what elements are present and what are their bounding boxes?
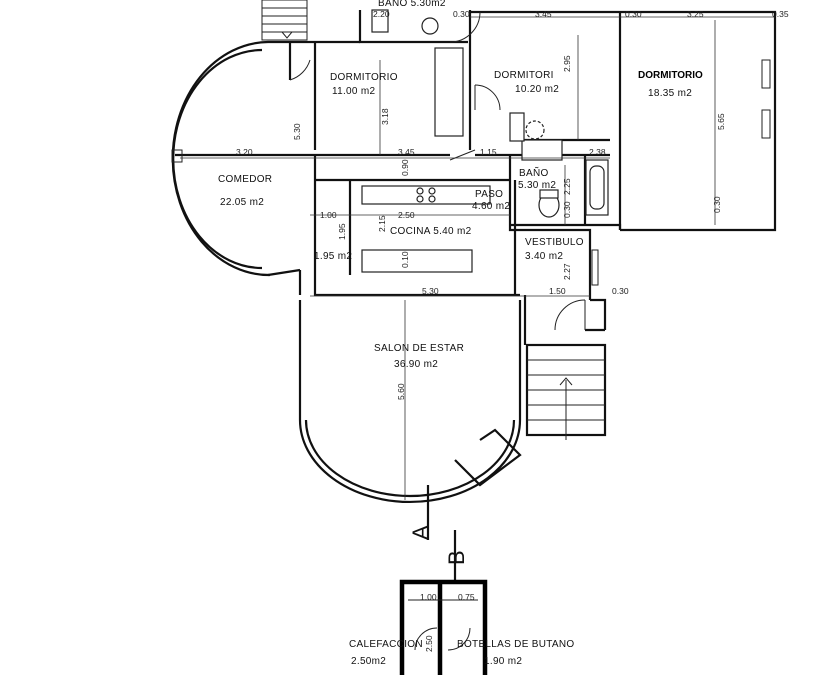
dimension-lines — [180, 16, 775, 500]
dim-text: 0.10 — [400, 251, 410, 268]
area-paso: 4.60 m2 — [472, 201, 510, 212]
section-marks — [426, 485, 457, 580]
dim-text: 5.60 — [396, 383, 406, 400]
dim-text: 3.45 — [398, 147, 415, 157]
dim-text: 2.50 — [398, 210, 415, 220]
label-bano-top: BAÑO 5.30m2 — [378, 0, 446, 9]
label-dormitorio-3: DORMITORIO — [638, 70, 703, 81]
label-vestibulo: VESTIBULO — [525, 237, 584, 248]
dim-text: 5.65 — [716, 113, 726, 130]
label-salon: SALON DE ESTAR — [374, 343, 464, 354]
dim-text: 1.50 — [549, 286, 566, 296]
dim-text: 0.35 — [772, 9, 789, 19]
dim-text: 1.00 — [320, 210, 337, 220]
area-calefaccion: 2.50m2 — [351, 656, 386, 667]
dim-text: 0.30 — [625, 9, 642, 19]
dim-text: 3.45 — [535, 9, 552, 19]
dim-text: 0.30 — [612, 286, 629, 296]
area-dormitorio-2: 10.20 m2 — [515, 84, 559, 95]
label-comedor: COMEDOR — [218, 174, 272, 185]
label-bano: BAÑO — [519, 166, 549, 179]
dim-text: 2.20 — [373, 9, 390, 19]
curved-walls — [171, 40, 522, 504]
area-dormitorio-1: 11.00 m2 — [332, 86, 375, 97]
dim-text: 2.95 — [562, 55, 572, 72]
label-cocina: COCINA 5.40 m2 — [390, 226, 472, 237]
label-dormitorio-2: DORMITORI — [494, 70, 554, 81]
fixtures — [361, 9, 609, 487]
area-despensa: 1.95 m2 — [314, 251, 352, 262]
dim-text: 0.30 — [562, 201, 572, 218]
area-bano: 5.30 m2 — [518, 180, 556, 191]
dim-text: 2.25 — [562, 178, 572, 195]
area-dormitorio-3: 18.35 m2 — [648, 88, 692, 99]
dim-text: 1.00 — [420, 592, 437, 602]
room-labels: BAÑO 5.30m2 DORMITORIO 11.00 m2 DORMITOR… — [218, 0, 703, 667]
dim-text: 0.75 — [458, 592, 475, 602]
dim-text: 3.20 — [236, 147, 253, 157]
label-calefaccion: CALEFACCION — [349, 639, 423, 650]
dim-text: 1.15 — [480, 147, 497, 157]
dim-text: 2.38 — [589, 147, 606, 157]
dim-text: 3.25 — [687, 9, 704, 19]
dim-text: 2.50 — [424, 635, 434, 652]
dim-text: 0.90 — [400, 159, 410, 176]
label-dormitorio-1: DORMITORIO — [330, 72, 398, 83]
label-paso: PASO — [475, 189, 503, 200]
dim-text: 0.30 — [453, 9, 470, 19]
dim-text: 2.27 — [562, 263, 572, 280]
entrance-stair — [527, 359, 605, 440]
dim-text: 3.18 — [380, 108, 390, 125]
dim-text: 5.30 — [422, 286, 439, 296]
top-stair — [261, 0, 308, 41]
area-vestibulo: 3.40 m2 — [525, 251, 563, 262]
section-letter-b: B — [444, 550, 469, 565]
dim-text: 1.95 — [337, 223, 347, 240]
area-comedor: 22.05 m2 — [220, 197, 264, 208]
windows — [171, 59, 771, 286]
dim-text: 2.15 — [377, 215, 387, 232]
bottom-annex — [399, 579, 488, 675]
dimension-texts: 2.20 0.30 3.45 0.30 3.25 0.35 2.95 5.30 … — [236, 9, 789, 652]
section-letter-a: A — [408, 525, 433, 540]
dim-text: 0.30 — [712, 196, 722, 213]
area-butano: 1.90 m2 — [484, 656, 522, 667]
dim-text: 5.30 — [292, 123, 302, 140]
area-salon: 36.90 m2 — [394, 359, 438, 370]
outer-walls — [175, 10, 777, 437]
label-butano: BOTELLAS DE BUTANO — [457, 639, 574, 650]
